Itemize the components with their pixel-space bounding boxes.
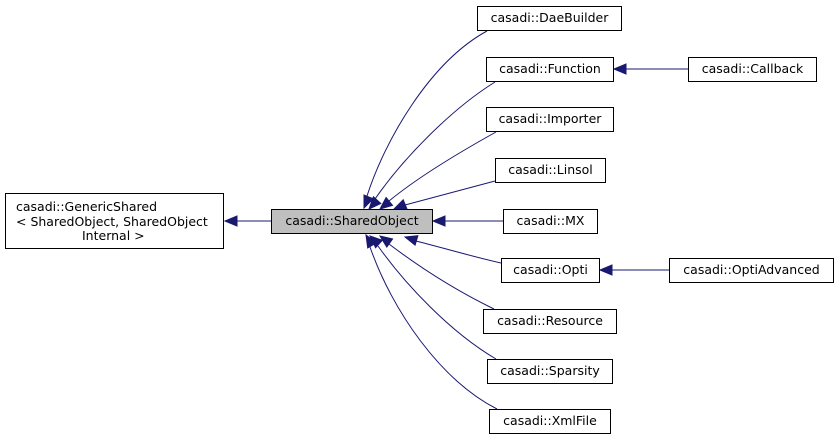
node-shared-object[interactable]: casadi::SharedObject bbox=[271, 209, 433, 234]
edges-layer bbox=[223, 30, 688, 410]
node-label: casadi::Sparsity bbox=[500, 363, 600, 378]
node-label: casadi::GenericShared bbox=[16, 199, 157, 214]
edge-line bbox=[404, 180, 496, 206]
arrowhead-icon bbox=[365, 233, 378, 249]
edge-line bbox=[366, 30, 488, 197]
edge-opti-advanced-to-opti bbox=[598, 264, 669, 276]
arrowhead-icon bbox=[403, 235, 419, 247]
arrowhead-icon bbox=[392, 198, 408, 210]
node-dae-builder[interactable]: casadi::DaeBuilder bbox=[477, 6, 622, 31]
arrowhead-icon bbox=[223, 215, 238, 227]
edge-xml-file-to-shared-object bbox=[365, 233, 498, 410]
arrowhead-icon bbox=[379, 196, 394, 210]
edge-sparsity-to-shared-object bbox=[369, 235, 497, 360]
node-label: casadi::Opti bbox=[513, 262, 588, 277]
edge-line bbox=[415, 240, 502, 264]
edge-function-to-shared-object bbox=[368, 81, 496, 210]
node-generic-shared[interactable]: casadi::GenericShared < SharedObject, Sh… bbox=[5, 193, 224, 249]
arrowhead-icon bbox=[363, 194, 375, 210]
edge-opti-to-shared-object bbox=[403, 235, 502, 264]
node-label: casadi::MX bbox=[517, 213, 585, 228]
edge-line bbox=[374, 81, 496, 200]
node-label: casadi::Linsol bbox=[508, 162, 593, 177]
node-mx[interactable]: casadi::MX bbox=[503, 209, 598, 234]
node-sparsity[interactable]: casadi::Sparsity bbox=[487, 359, 613, 384]
edge-shared-object-to-generic-shared bbox=[223, 215, 271, 227]
edge-line bbox=[369, 246, 498, 410]
node-label: casadi::Callback bbox=[702, 61, 804, 76]
edge-callback-to-function bbox=[612, 63, 688, 75]
edge-importer-to-shared-object bbox=[379, 131, 497, 210]
edge-resource-to-shared-object bbox=[378, 235, 495, 310]
node-label: Internal > bbox=[82, 228, 145, 243]
node-linsol[interactable]: casadi::Linsol bbox=[495, 158, 606, 183]
node-opti-advanced[interactable]: casadi::OptiAdvanced bbox=[669, 258, 834, 283]
node-resource[interactable]: casadi::Resource bbox=[483, 309, 617, 334]
node-opti[interactable]: casadi::Opti bbox=[501, 258, 600, 283]
edge-line bbox=[388, 243, 495, 310]
node-label: casadi::XmlFile bbox=[503, 413, 597, 428]
node-label: casadi::DaeBuilder bbox=[491, 10, 610, 25]
arrowhead-icon bbox=[431, 215, 446, 227]
node-label: casadi::Function bbox=[499, 61, 601, 76]
node-importer[interactable]: casadi::Importer bbox=[486, 107, 614, 132]
arrowhead-icon bbox=[378, 235, 394, 249]
node-label: casadi::Resource bbox=[497, 313, 603, 328]
node-label: casadi::Importer bbox=[499, 111, 603, 126]
edge-mx-to-shared-object bbox=[431, 215, 503, 227]
node-xml-file[interactable]: casadi::XmlFile bbox=[489, 409, 611, 434]
node-label: < SharedObject, SharedObject bbox=[16, 214, 208, 229]
edge-dae-builder-to-shared-object bbox=[363, 30, 488, 210]
edge-line bbox=[377, 245, 497, 360]
node-label: casadi::OptiAdvanced bbox=[683, 262, 819, 277]
arrowhead-icon bbox=[598, 264, 613, 276]
node-function[interactable]: casadi::Function bbox=[486, 57, 614, 82]
node-label: casadi::SharedObject bbox=[285, 213, 418, 228]
arrowhead-icon bbox=[612, 63, 627, 75]
node-callback[interactable]: casadi::Callback bbox=[688, 57, 817, 82]
arrowhead-icon bbox=[368, 195, 382, 210]
edge-line bbox=[388, 131, 497, 202]
